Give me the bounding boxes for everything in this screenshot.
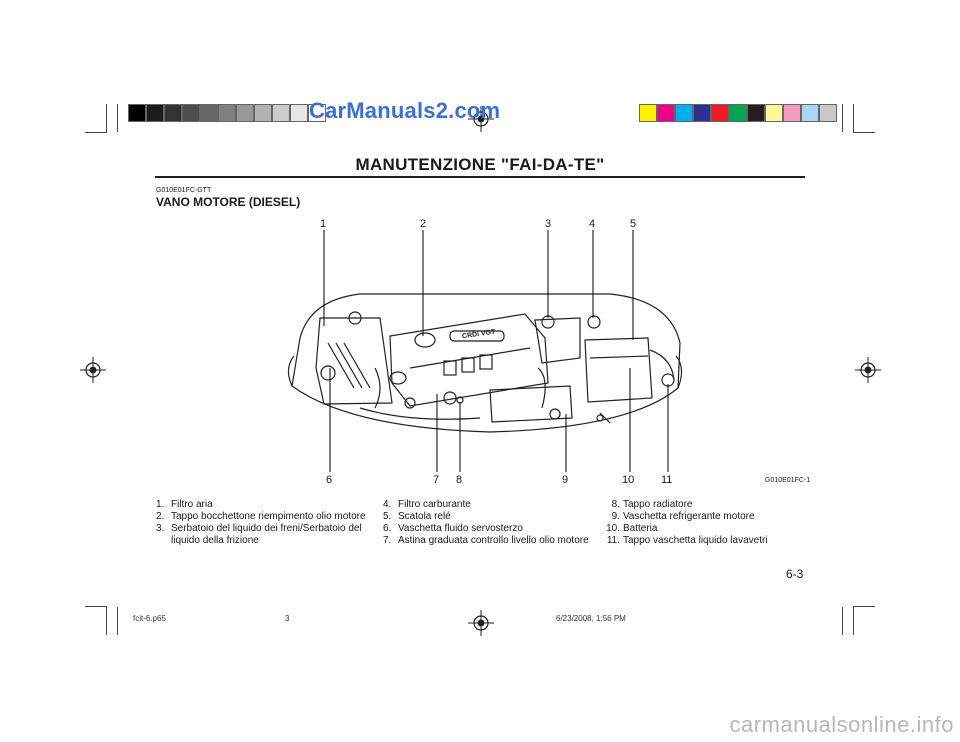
legend-item: 11.Tappo vaschetta liquido lavavetri	[606, 535, 768, 546]
legend-item: 7.Astina graduata controllo livello olio…	[383, 535, 589, 546]
calibration-swatch	[819, 104, 837, 122]
callout-10: 10	[622, 474, 635, 486]
engine-bay-illustration	[287, 230, 683, 472]
calibration-swatch	[801, 104, 819, 122]
calibration-swatch	[657, 104, 675, 122]
page-number: 6-3	[786, 567, 804, 581]
section-title: VANO MOTORE (DIESEL)	[156, 195, 301, 209]
legend-column-1: 1.Filtro aria 2.Tappo bocchettone riempi…	[156, 499, 366, 547]
legend-column-3: 8.Tappo radiatore 9.Vaschetta refrigeran…	[598, 499, 768, 547]
calibration-swatch	[675, 104, 693, 122]
calibration-swatch	[693, 104, 711, 122]
legend-item: 8.Tappo radiatore	[611, 499, 693, 510]
callout-11: 11	[661, 474, 673, 486]
legend-column-2: 4.Filtro carburante 5.Scatola relé 6.Vas…	[383, 499, 589, 547]
callout-5: 5	[630, 218, 637, 230]
section-code: G010E01FC-GTT	[156, 187, 212, 194]
registration-target-icon	[80, 357, 106, 383]
legend-item: 9.Vaschetta refrigerante motore	[611, 511, 755, 522]
legend-item: 3.Serbatoio del liquido dei freni/Serbat…	[156, 523, 362, 534]
legend-item: 6.Vaschetta fluido servosterzo	[383, 523, 523, 534]
footer-file: fcit-6.p65	[133, 614, 166, 623]
calibration-swatch	[164, 104, 182, 122]
calibration-swatch	[783, 104, 801, 122]
calibration-swatch	[182, 104, 200, 122]
calibration-swatch	[254, 104, 272, 122]
callout-3: 3	[545, 218, 552, 230]
legend-item: 4.Filtro carburante	[383, 499, 471, 510]
calibration-swatch	[272, 104, 290, 122]
calibration-swatch	[146, 104, 164, 122]
calibration-swatch	[711, 104, 729, 122]
callout-9: 9	[562, 474, 569, 486]
calibration-swatch	[290, 104, 308, 122]
figure-code: G010E01FC-1	[765, 477, 811, 484]
legend-item: liquido della frizione	[171, 535, 259, 546]
calibration-swatch	[218, 104, 236, 122]
calibration-swatch	[747, 104, 765, 122]
legend-item: 1.Filtro aria	[156, 499, 213, 510]
footer-timestamp: 6/23/2008, 1:56 PM	[556, 614, 626, 623]
calibration-swatch	[729, 104, 747, 122]
header-rule	[155, 176, 805, 178]
registration-target-icon	[468, 106, 494, 132]
footer-page: 3	[285, 614, 290, 623]
registration-target-icon	[855, 357, 881, 383]
callout-1: 1	[320, 218, 327, 230]
callout-8: 8	[456, 474, 463, 486]
calibration-swatch	[765, 104, 783, 122]
callout-6: 6	[326, 474, 333, 486]
legend-item: 5.Scatola relé	[383, 511, 451, 522]
legend-item: 10.Batteria	[606, 523, 658, 534]
page-header-title: MANUTENZIONE "FAI-DA-TE"	[355, 155, 605, 174]
calibration-swatch	[308, 104, 326, 122]
callout-7: 7	[433, 474, 440, 486]
calibration-swatch	[236, 104, 254, 122]
calibration-swatch	[639, 104, 657, 122]
callout-4: 4	[589, 218, 596, 230]
site-watermark[interactable]: carmanualsonline.info	[729, 712, 954, 737]
calibration-swatch	[128, 104, 146, 122]
watermark[interactable]: CarManuals2.com	[309, 98, 501, 123]
registration-target-icon	[468, 610, 494, 636]
callout-2: 2	[420, 218, 427, 230]
legend-item: 2.Tappo bocchettone riempimento olio mot…	[156, 511, 366, 522]
calibration-swatch	[200, 104, 218, 122]
